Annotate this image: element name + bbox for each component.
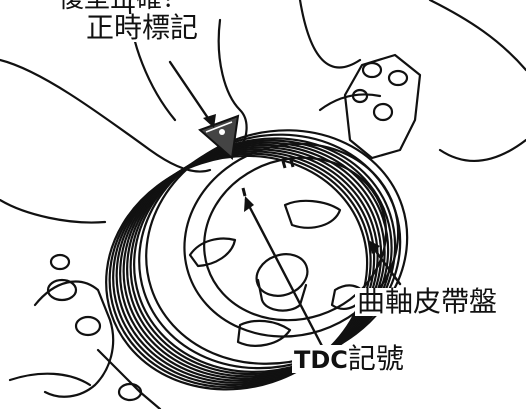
spoke-upper (283, 199, 342, 229)
pulley-inner-rim (203, 156, 388, 322)
engine-block-outline (0, 58, 212, 173)
spoke-lower (236, 319, 292, 347)
timing-mark-label: 正時標記 (84, 11, 201, 44)
bolt-3 (117, 382, 143, 402)
timing-mark-leader (168, 60, 214, 126)
bolt-2 (74, 315, 102, 337)
lower-bracket (33, 280, 115, 398)
bolt-4 (49, 253, 71, 271)
bracket-bolt-2 (387, 69, 409, 87)
housing-outline-4 (318, 93, 382, 112)
tdc-mark-label: TDC記號 (292, 345, 406, 373)
tdc-mark-label-prefix: TDC (294, 346, 348, 374)
upper-bracket (343, 53, 422, 160)
pulley-leader (370, 244, 402, 286)
pulley-face (183, 142, 400, 338)
timing-mark-arrowhead (203, 114, 216, 128)
timing-mark-pointer (198, 114, 240, 160)
housing-outline-2 (428, 0, 526, 72)
lower-bracket-2 (8, 372, 92, 387)
bracket-bolt-4 (351, 88, 369, 104)
crank-pulley-label: 曲軸皮帶盤 (355, 285, 500, 318)
tdc-notches (241, 159, 295, 197)
engine-block-outline-2 (0, 198, 107, 224)
pulley-arrowhead (368, 240, 380, 254)
bracket-bolt-3 (372, 102, 394, 122)
tdc-mark-label-suffix: 記號 (347, 342, 404, 375)
bolt-1 (46, 278, 78, 302)
bracket-bolt-1 (361, 61, 383, 79)
engine-block-outline-4 (128, 0, 177, 122)
spoke-left (188, 237, 237, 268)
housing-outline (298, 0, 362, 69)
top-cut-caption: 復型正確？ (56, 0, 190, 12)
tdc-arrowhead (244, 196, 254, 212)
housing-outline-3 (438, 138, 526, 162)
tdc-leader (244, 198, 324, 348)
